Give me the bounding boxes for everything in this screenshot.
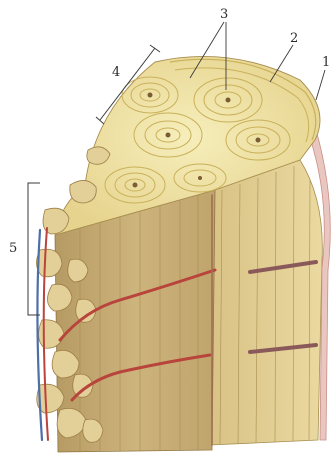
- label-osteons: 3: [220, 7, 228, 22]
- label-bracket-4: 4: [112, 65, 120, 80]
- label-outer-lamellae: 2: [290, 31, 298, 46]
- label-periosteum: 1: [322, 55, 330, 70]
- osteon-2: [194, 78, 262, 122]
- label-bracket-5: 5: [9, 241, 17, 256]
- cortical-side-face: [205, 160, 322, 445]
- leader-1: [316, 70, 325, 100]
